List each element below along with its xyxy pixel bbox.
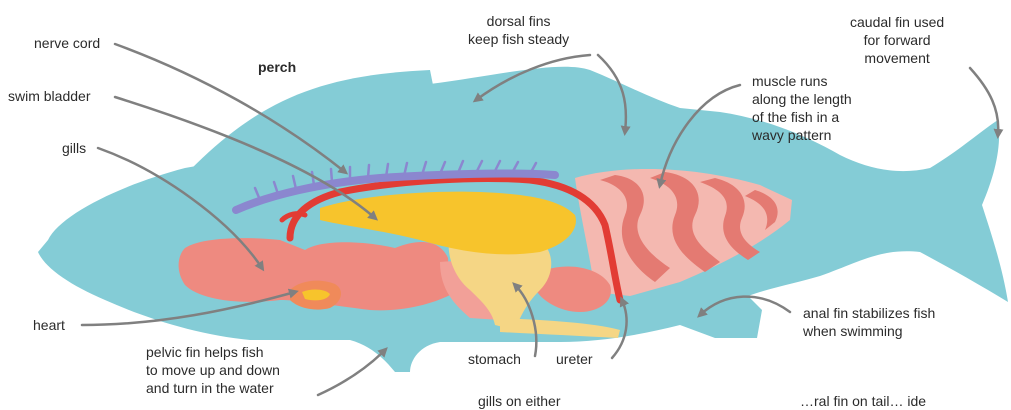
- label-muscle: muscle runs along the length of the fish…: [752, 72, 852, 144]
- label-heart: heart: [33, 316, 65, 334]
- diagram-title: perch: [258, 58, 296, 76]
- label-gills: gills: [62, 139, 86, 157]
- label-caudal-fin: caudal fin used for forward movement: [850, 13, 944, 67]
- label-swim-bladder: swim bladder: [8, 87, 90, 105]
- label-anal-fin: anal fin stabilizes fish when swimming: [803, 304, 935, 340]
- label-ureter: ureter: [556, 350, 593, 368]
- arrow-pelvic-fin: [318, 350, 385, 395]
- label-dorsal-fins: dorsal fins keep fish steady: [468, 12, 569, 48]
- label-lateral-cut: …ral fin on tail… ide: [800, 392, 926, 410]
- label-gills-bottom-cut: gills on either: [478, 392, 561, 410]
- label-nerve-cord: nerve cord: [34, 34, 100, 52]
- label-pelvic-fin: pelvic fin helps fish to move up and dow…: [146, 343, 280, 397]
- label-stomach: stomach: [468, 350, 521, 368]
